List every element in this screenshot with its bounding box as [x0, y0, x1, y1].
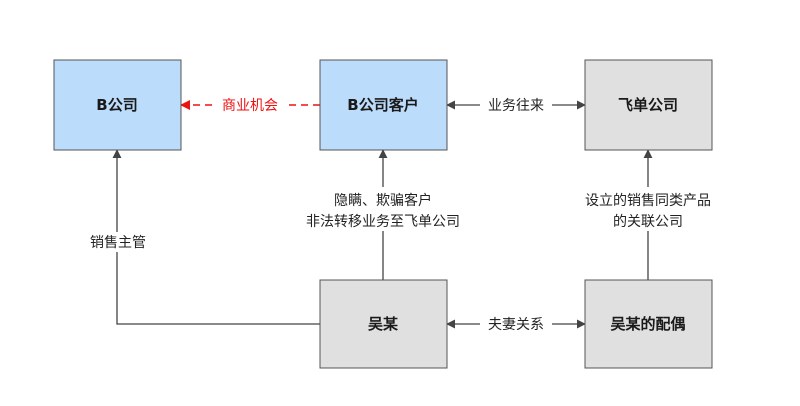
- nodes: B公司 B公司客户 飞单公司 吴某 吴某的配偶: [53, 59, 713, 369]
- sales-manager-connector: [112, 149, 320, 325]
- node-wu-label: 吴某: [368, 315, 399, 333]
- node-b-company[interactable]: B公司: [53, 59, 182, 151]
- conceal-label-bg: [286, 187, 480, 231]
- node-wu-spouse[interactable]: 吴某的配偶: [584, 279, 713, 369]
- couple-label-bg: [480, 314, 552, 334]
- business-dealings-label-bg: [480, 95, 552, 115]
- node-wu-spouse-label: 吴某的配偶: [610, 315, 685, 333]
- conceal-label-line2: 非法转移业务至飞单公司: [306, 214, 460, 230]
- node-wu[interactable]: 吴某: [319, 279, 448, 369]
- edges: 商业机会 业务往来 销售主管 隐瞒、欺骗客户 非法转移业务至飞单公司 设立的销售…: [82, 95, 724, 334]
- node-feidan-company-label: 飞单公司: [618, 96, 678, 114]
- affiliate-label-bg: [572, 187, 724, 231]
- affiliate-label-line2: 的关联公司: [613, 214, 683, 230]
- node-feidan-company[interactable]: 飞单公司: [584, 59, 713, 151]
- node-b-customer-label: B公司客户: [347, 96, 418, 114]
- business-dealings-label: 业务往来: [488, 98, 544, 114]
- couple-label: 夫妻关系: [488, 317, 544, 333]
- sales-manager-label: 销售主管: [90, 235, 146, 251]
- business-opportunity-label: 商业机会: [222, 98, 278, 114]
- business-opportunity-label-bg: [214, 95, 286, 115]
- node-b-company-label: B公司: [96, 96, 137, 114]
- conceal-label-line1: 隐瞒、欺骗客户: [334, 192, 432, 209]
- affiliate-label-line1: 设立的销售同类产品: [585, 193, 711, 209]
- node-b-customer[interactable]: B公司客户: [319, 59, 448, 151]
- sales-manager-label-bg: [82, 232, 154, 252]
